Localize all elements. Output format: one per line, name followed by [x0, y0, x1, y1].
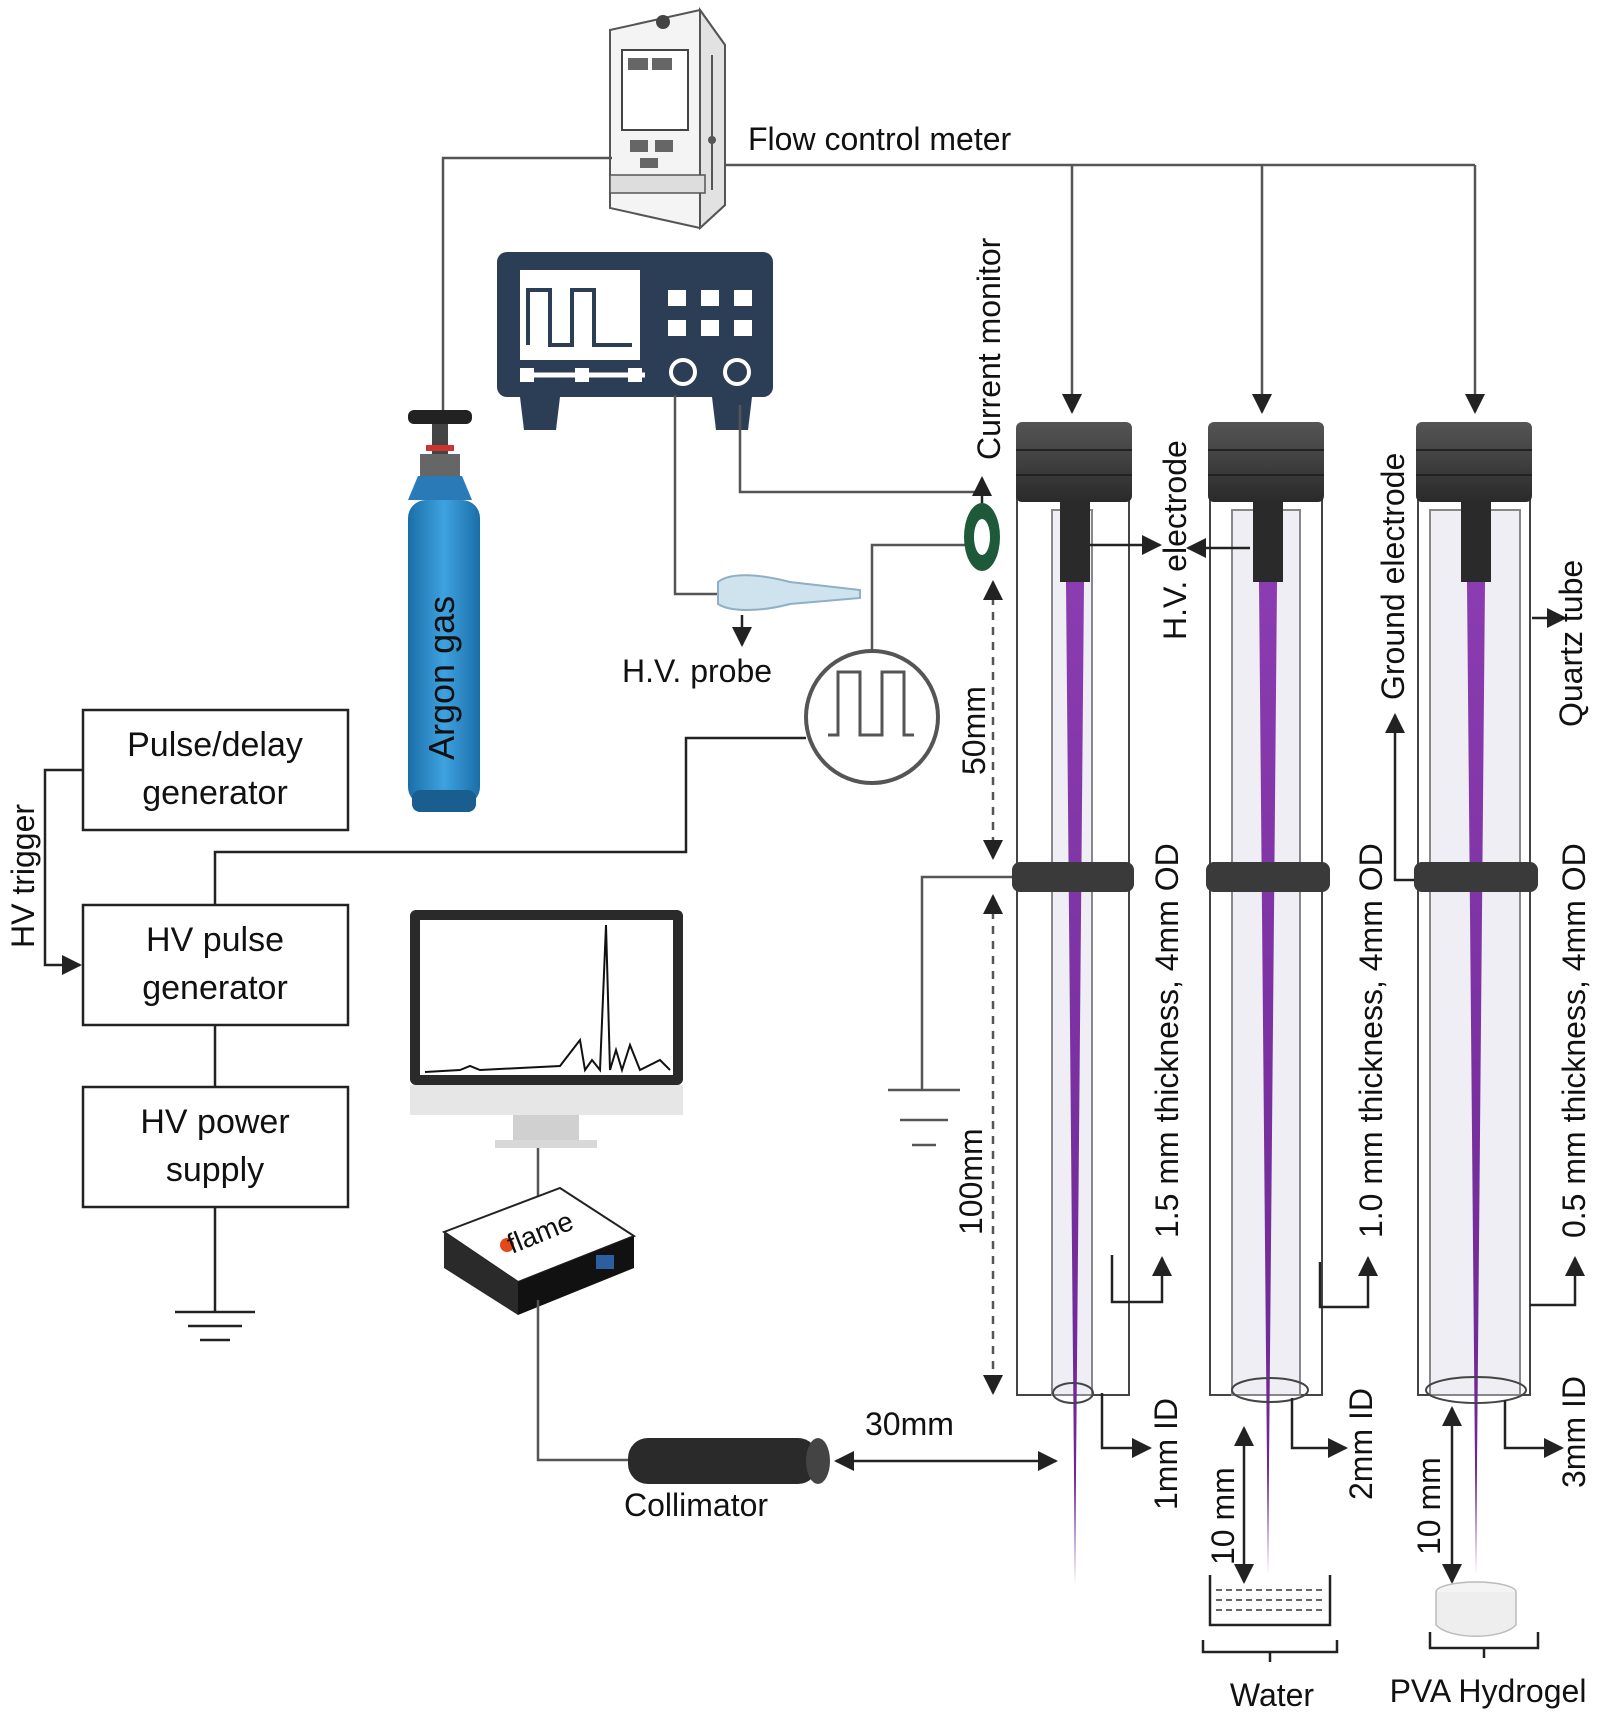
pulse-delay-generator: Pulse/delay generator — [81, 708, 350, 832]
dist-10mm-hydrogel-label: 10 mm — [1411, 1457, 1447, 1555]
tube2-id-label: 2mm ID — [1343, 1388, 1379, 1500]
hv-power-supply: HV power supply — [81, 1085, 350, 1209]
dist-30mm-label: 30mm — [865, 1406, 954, 1442]
flow-control-meter — [609, 6, 726, 231]
ground-symbol-left — [175, 1310, 255, 1342]
computer-monitor — [410, 910, 683, 1148]
tube1-spec-label: 1.5 mm thickness, 4mm OD — [1149, 843, 1185, 1238]
pva-hydrogel-label: PVA Hydrogel — [1390, 1673, 1587, 1709]
hv-pulse-generator: HV pulse generator — [81, 903, 350, 1027]
tube3-id-label: 3mm ID — [1556, 1376, 1592, 1488]
water-dish — [1201, 1575, 1339, 1662]
collimator — [628, 1438, 830, 1484]
tube-1 — [1012, 422, 1134, 1585]
spectrum-trace — [424, 924, 671, 1074]
spectrometer — [441, 1186, 637, 1315]
current-monitor-ring — [964, 503, 1000, 571]
argon-gas-label: Argon gas — [421, 596, 462, 760]
hv-trigger-label: HV trigger — [5, 804, 41, 948]
collimator-label: Collimator — [624, 1487, 768, 1523]
pulse-delay-generator-line2: generator — [142, 774, 288, 812]
dist-100mm-label: 100mm — [953, 1128, 989, 1235]
ground-symbol-right — [888, 1088, 960, 1147]
tube-2 — [1206, 422, 1330, 1575]
tube3-spec-label: 0.5 mm thickness, 4mm OD — [1556, 843, 1592, 1238]
pva-hydrogel — [1428, 1581, 1540, 1658]
dist-10mm-water-label: 10 mm — [1205, 1467, 1241, 1565]
hv-power-supply-line1: HV power — [140, 1103, 289, 1141]
oscilloscope — [497, 252, 773, 430]
current-monitor-label: Current monitor — [971, 237, 1007, 460]
dist-50mm-label: 50mm — [956, 686, 992, 775]
gas-lines — [441, 156, 1485, 414]
hv-probe-label: H.V. probe — [622, 653, 772, 689]
hv-probe — [717, 574, 861, 611]
tube1-id-label: 1mm ID — [1148, 1398, 1184, 1510]
hv-pulse-generator-line1: HV pulse — [146, 921, 284, 959]
hv-power-supply-line2: supply — [166, 1151, 264, 1189]
argon-cylinder — [408, 410, 480, 812]
quartz-tube-label: Quartz tube — [1553, 560, 1589, 727]
tube-3 — [1414, 422, 1538, 1575]
flow-control-meter-label: Flow control meter — [748, 121, 1012, 157]
hv-electrode-label: H.V. electrode — [1157, 440, 1193, 640]
hv-pulse-symbol — [804, 649, 940, 785]
water-label: Water — [1230, 1677, 1315, 1713]
pulse-delay-generator-line1: Pulse/delay — [127, 726, 303, 764]
hv-pulse-generator-line2: generator — [142, 969, 288, 1007]
ground-electrode-label: Ground electrode — [1375, 453, 1411, 700]
tube2-spec-label: 1.0 mm thickness, 4mm OD — [1353, 843, 1389, 1238]
